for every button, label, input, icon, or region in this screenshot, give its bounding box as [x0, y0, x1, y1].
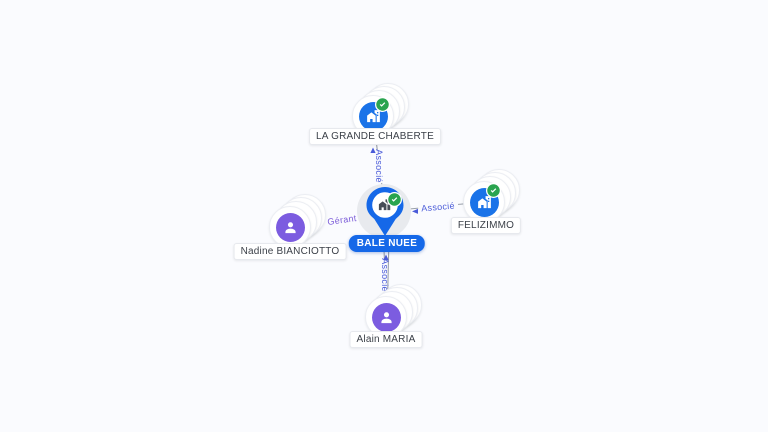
edge-top-arrow-icon: [370, 147, 376, 153]
node-label-bale-nuee[interactable]: BALE NUEE: [348, 235, 426, 252]
person-icon: [275, 212, 305, 242]
node-disc: [463, 181, 505, 223]
node-disc: [269, 206, 311, 248]
node-nadine-bianciotto[interactable]: [269, 194, 326, 248]
company-icon: [469, 187, 499, 217]
verified-badge-icon: [375, 97, 390, 112]
edge-label-associe-top: Associé: [374, 149, 384, 183]
node-label-la-grande-chaberte: LA GRANDE CHABERTE: [309, 128, 441, 145]
edge-bottom-arrow-icon: [383, 254, 389, 260]
node-label-felizimmo: FELIZIMMO: [450, 217, 522, 234]
node-bale-nuee-pin[interactable]: [365, 186, 405, 237]
edge-right-arrow-icon: [412, 208, 418, 214]
verified-badge-icon: [486, 183, 501, 198]
node-alain-maria[interactable]: [365, 284, 422, 338]
verified-badge-icon: [387, 192, 402, 207]
node-label-alain-maria: Alain MARIA: [349, 331, 423, 348]
node-felizimmo[interactable]: [463, 169, 520, 223]
person-icon: [371, 302, 401, 332]
node-label-nadine-bianciotto: Nadine BIANCIOTTO: [233, 243, 347, 260]
